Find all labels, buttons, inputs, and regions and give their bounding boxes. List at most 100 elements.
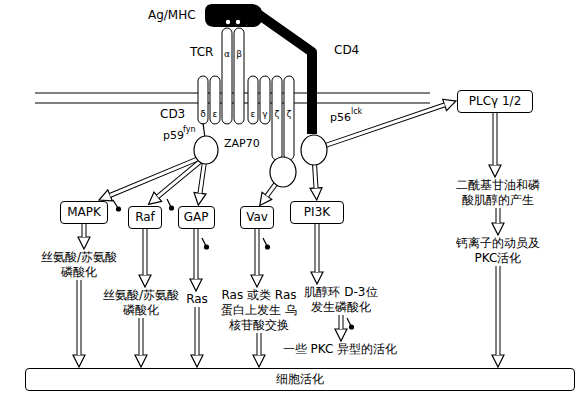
arrow-shaft <box>255 229 260 275</box>
flow-arrow <box>495 113 496 165</box>
arrow-shaft <box>339 315 344 329</box>
node-text: 肌醇环 D-3位 发生磷酸化 <box>297 285 385 315</box>
molecule-label: CD3 <box>160 108 185 121</box>
cd3-chain <box>260 76 270 124</box>
node-text: Raf <box>135 210 155 225</box>
arrow-shaft <box>493 113 498 165</box>
node-text: 钙离子的动员及 PKC活化 <box>451 236 545 266</box>
lollipop-mark <box>113 200 121 212</box>
node-text: 一些 PKC 异型的活化 <box>283 342 397 357</box>
arrow-shaft <box>258 333 261 355</box>
flow-arrow <box>341 315 342 329</box>
arrow-shaft <box>110 158 200 195</box>
flow-arrow <box>197 307 198 355</box>
process-box: Raf <box>128 206 162 229</box>
chain-letter: γ <box>260 110 270 120</box>
molecule-label: p59 <box>163 130 184 142</box>
chain-letter: α <box>222 50 232 60</box>
node-text: PI3K <box>304 205 330 220</box>
lollipop-dot <box>265 244 270 249</box>
arrow-shaft <box>139 318 144 355</box>
cd3-chain <box>210 76 220 124</box>
process-box: PLCγ 1/2 <box>457 90 533 113</box>
node-text: PLCγ 1/2 <box>469 94 522 109</box>
arrow-shaft <box>140 318 143 355</box>
cd3-chain <box>198 76 208 124</box>
node-text: Vav <box>246 210 268 225</box>
mhc-molecule <box>205 4 262 27</box>
antigen-dot <box>236 20 240 24</box>
molecule-label: ZAP70 <box>224 138 260 150</box>
arrow-shaft <box>143 229 148 275</box>
arrow-shaft <box>158 160 202 197</box>
result-text: Ras <box>182 292 212 307</box>
arrow-shaft <box>318 105 445 148</box>
molecule-label: CD4 <box>334 44 359 57</box>
lollipop-mark <box>167 199 174 211</box>
result-text: 丝氨酸/苏氨酸 磷酸化 <box>35 250 123 280</box>
arrow-shaft <box>318 105 445 148</box>
chain-letter: ζ <box>284 110 294 120</box>
arrow-shaft <box>78 280 81 355</box>
node-text: GAP <box>184 210 209 225</box>
flow-arrow <box>196 229 197 279</box>
process-box: PI3K <box>290 201 344 224</box>
process-box: 细胞活化 <box>25 368 575 391</box>
node-text: 二酰基甘油和磷 酸肌醇的产生 <box>451 178 545 208</box>
lollipop-mark <box>263 238 270 250</box>
process-box: GAP <box>178 206 215 229</box>
lollipop-dot <box>349 324 354 329</box>
molecule-label: fyn <box>183 126 195 135</box>
lollipop-mark <box>347 318 354 330</box>
lollipop-mark <box>202 238 209 250</box>
kinase-arrow <box>110 158 200 195</box>
lck-kinase <box>301 135 327 165</box>
arrow-shaft <box>256 229 259 275</box>
arrow-shaft <box>196 307 199 355</box>
chain-letter: β <box>234 50 244 60</box>
flow-arrow <box>257 229 258 275</box>
flow-arrow <box>84 224 85 237</box>
arrow-shaft <box>83 224 86 237</box>
chain-letter: ε <box>210 110 220 120</box>
result-text: 肌醇环 D-3位 发生磷酸化 <box>297 285 385 315</box>
result-text: Ras 或类 Ras 蛋白上发生 乌核苷酸交换 <box>217 288 301 333</box>
antigen-dot <box>226 20 230 24</box>
flow-arrow <box>317 224 318 272</box>
result-text: 丝氨酸/苏氨酸 磷酸化 <box>97 288 185 318</box>
flow-arrow <box>498 208 499 223</box>
zeta-chain <box>284 76 294 160</box>
cd3-chain <box>248 76 258 124</box>
cd4-molecule <box>258 14 312 134</box>
arrow-shaft <box>144 229 147 275</box>
arrow-shaft <box>195 307 200 355</box>
result-text: 一些 PKC 异型的活化 <box>275 342 405 357</box>
chain-letter: ε <box>248 110 258 120</box>
molecule-label: Ag/MHC <box>148 9 196 22</box>
arrow-shaft <box>496 208 501 223</box>
tcr-chain <box>222 28 232 124</box>
flow-arrow <box>141 318 142 355</box>
flow-arrow <box>259 333 260 355</box>
flow-arrow <box>498 266 499 355</box>
arrow-shaft <box>257 333 262 355</box>
kinase-arrow <box>318 105 445 148</box>
lollipop-dot <box>116 206 121 211</box>
node-text: 丝氨酸/苏氨酸 磷酸化 <box>35 250 123 280</box>
molecule-label: TCR <box>190 46 213 59</box>
lollipop-dot <box>204 244 209 249</box>
arrow-shaft <box>194 229 199 279</box>
arrow-shaft <box>110 158 200 195</box>
zap70-kinase <box>270 157 296 187</box>
result-text: 二酰基甘油和磷 酸肌醇的产生 <box>451 178 545 208</box>
process-box: Vav <box>240 206 274 229</box>
molecule-label: lck <box>351 108 362 117</box>
process-box: MAPK <box>60 201 108 224</box>
node-text: Ras 或类 Ras 蛋白上发生 乌核苷酸交换 <box>217 288 301 333</box>
molecule-label: p56 <box>330 112 351 124</box>
flow-arrow <box>145 229 146 275</box>
node-text: 细胞活化 <box>276 372 324 387</box>
node-text: 丝氨酸/苏氨酸 磷酸化 <box>97 288 185 318</box>
arrow-shaft <box>496 266 501 355</box>
flow-arrow <box>79 280 80 355</box>
